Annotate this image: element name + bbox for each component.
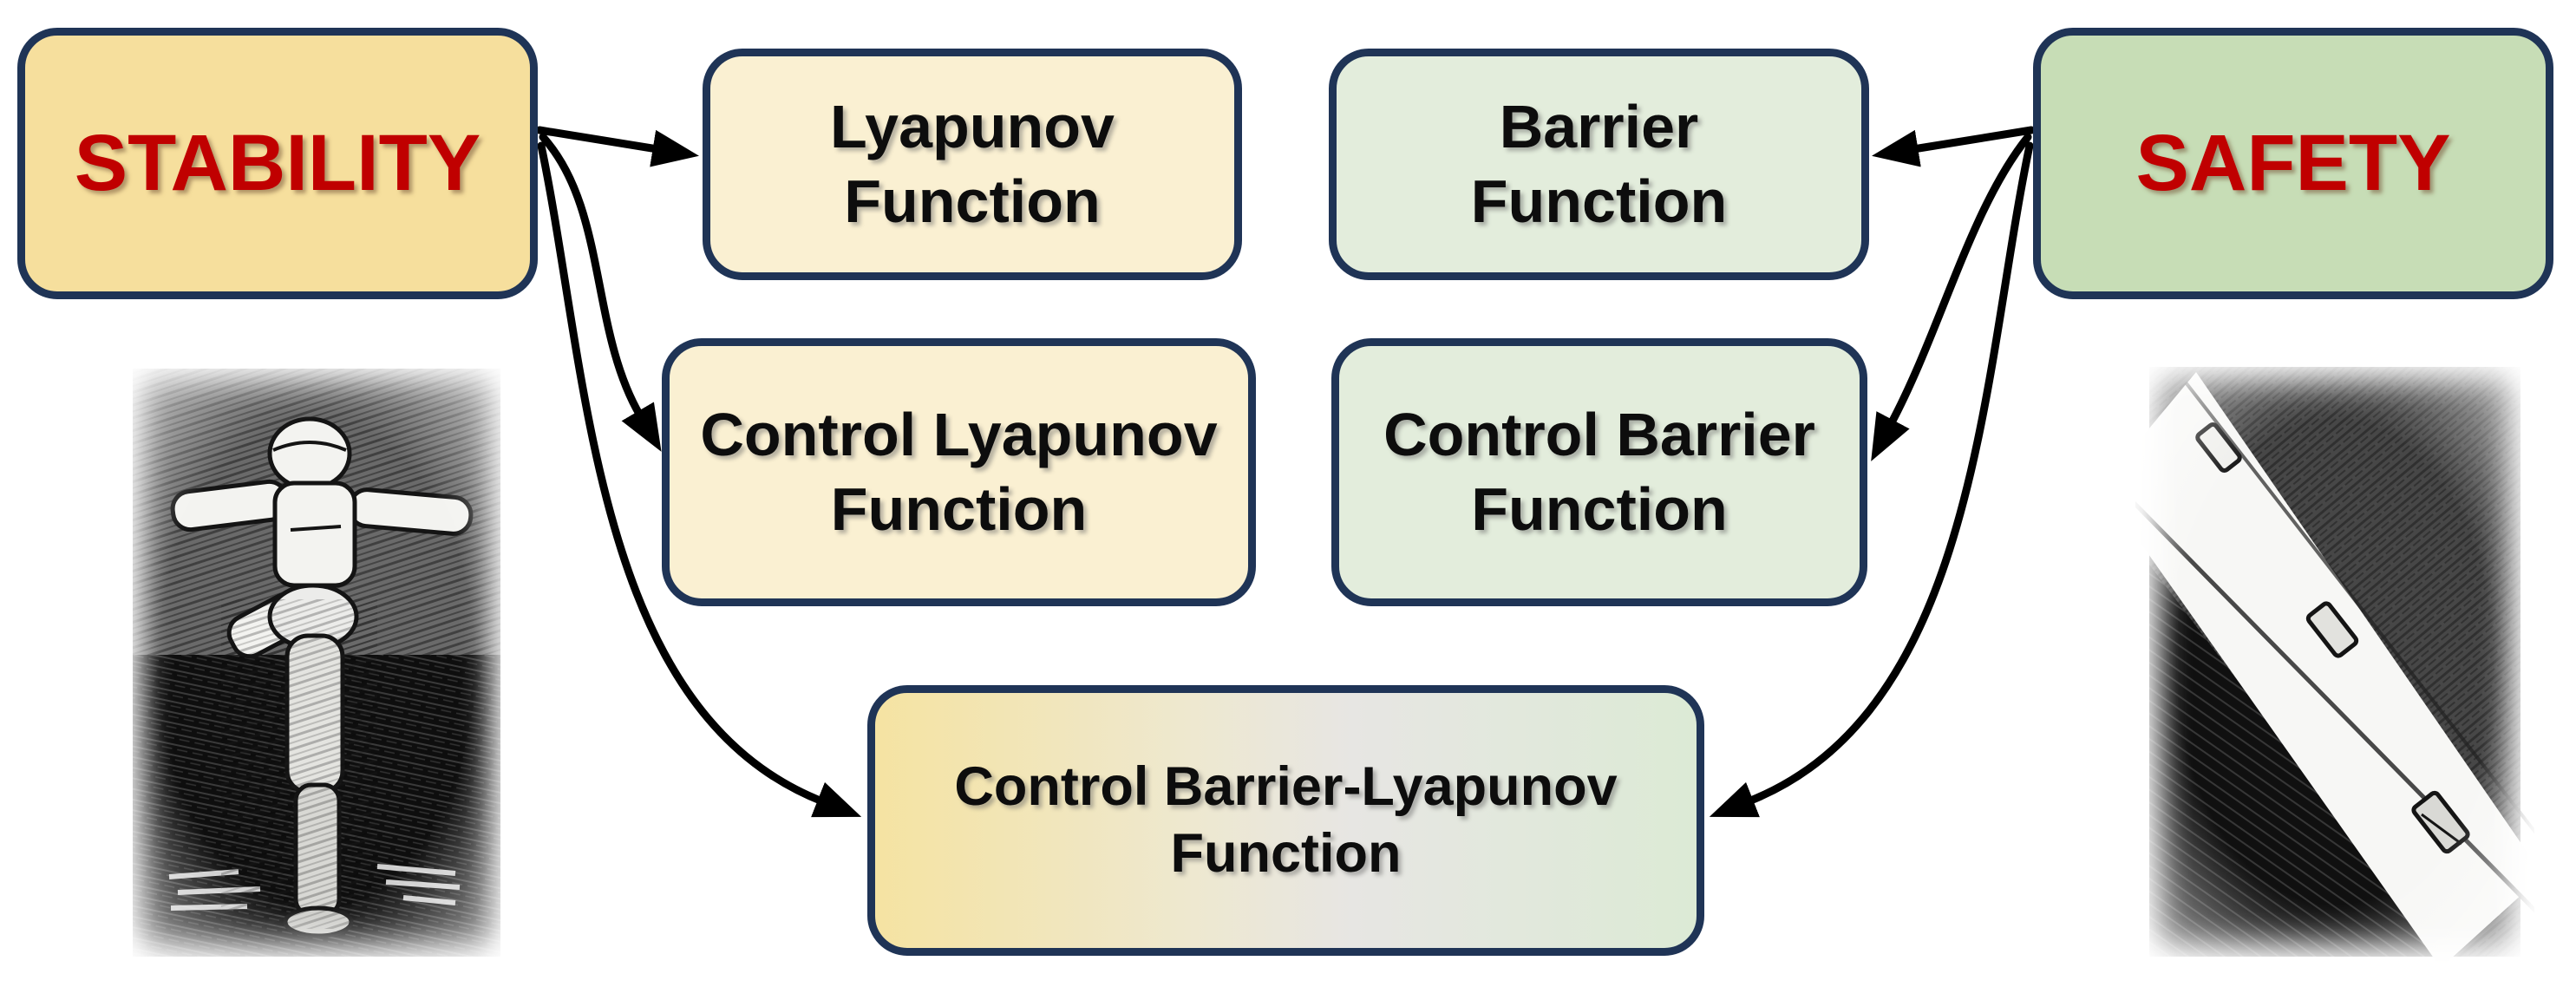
road-vehicles-sketch-image bbox=[2135, 356, 2534, 968]
robot-balancing-sketch-image bbox=[117, 356, 516, 968]
arrow-safety-to-control-barrier bbox=[1871, 133, 2032, 461]
node-control-barrier-function: Control Barrier Function bbox=[1331, 338, 1867, 606]
safety-label: SAFETY bbox=[2135, 119, 2451, 208]
barrier-label-line1: Barrier bbox=[1499, 93, 1699, 161]
stability-label: STABILITY bbox=[74, 119, 481, 208]
node-safety: SAFETY bbox=[2033, 28, 2553, 299]
node-control-lyapunov-function: Control Lyapunov Function bbox=[662, 338, 1256, 606]
node-control-barrier-lyapunov-function: Control Barrier-Lyapunov Function bbox=[867, 685, 1704, 956]
lyapunov-label-line2: Function bbox=[844, 167, 1101, 235]
arrow-safety-to-barrier bbox=[1872, 126, 2036, 167]
lyapunov-label-line1: Lyapunov bbox=[830, 93, 1115, 161]
node-barrier-function: Barrier Function bbox=[1329, 49, 1869, 280]
node-stability: STABILITY bbox=[17, 28, 538, 299]
control-lyapunov-label-line2: Function bbox=[830, 474, 1088, 543]
control-barrier-label-line1: Control Barrier bbox=[1383, 401, 1815, 469]
node-lyapunov-function: Lyapunov Function bbox=[703, 49, 1242, 280]
arrow-stability-to-control-lyapunov bbox=[539, 133, 662, 452]
control-barrier-lyapunov-label-line2: Function bbox=[1170, 823, 1402, 884]
arrow-stability-to-lyapunov bbox=[535, 126, 699, 167]
barrier-label-line2: Function bbox=[1470, 167, 1728, 235]
control-barrier-lyapunov-label-line1: Control Barrier-Lyapunov bbox=[954, 756, 1618, 818]
control-lyapunov-label-line1: Control Lyapunov bbox=[700, 401, 1218, 469]
control-barrier-label-line2: Function bbox=[1471, 474, 1728, 543]
